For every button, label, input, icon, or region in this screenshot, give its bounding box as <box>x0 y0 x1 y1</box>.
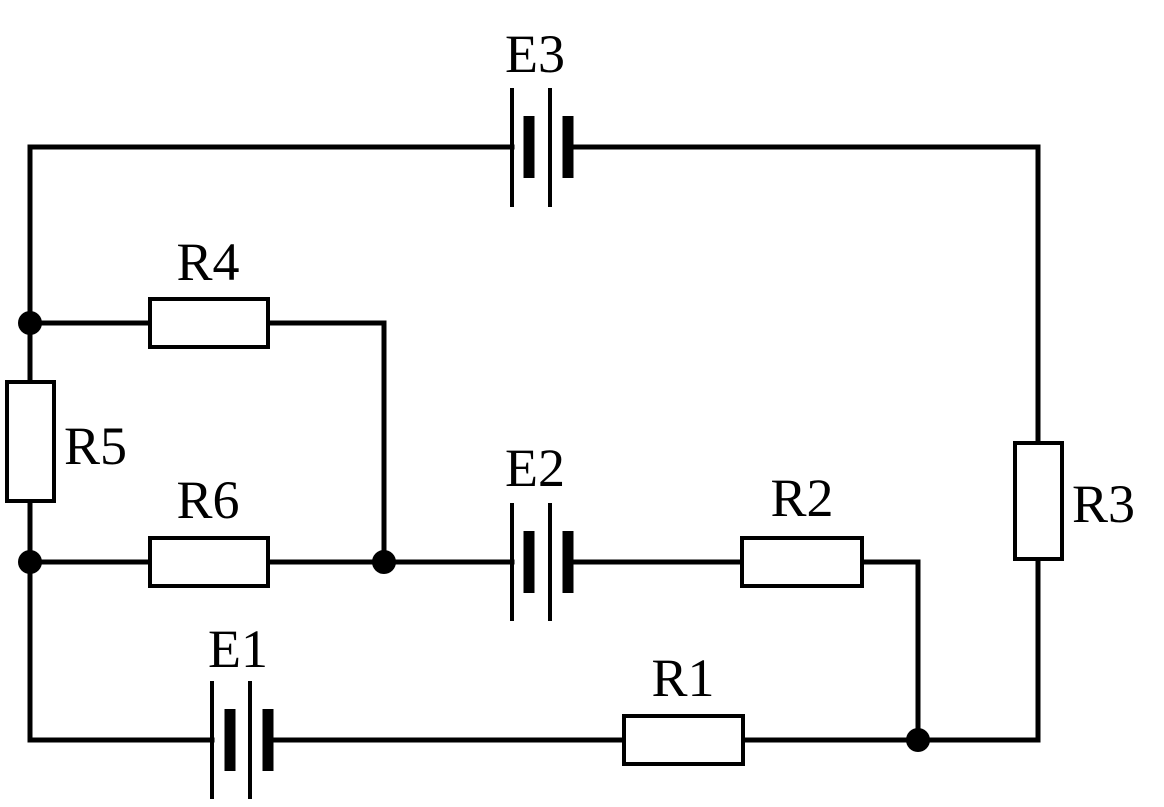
label-e1: E1 <box>208 619 268 679</box>
wire-top-right <box>570 144 1041 446</box>
label-r2: R2 <box>770 468 833 528</box>
junction-node <box>906 728 930 752</box>
resistor-r4 <box>148 297 270 349</box>
label-r1: R1 <box>651 648 714 708</box>
battery-e3 <box>510 88 574 207</box>
battery-e2 <box>510 503 574 621</box>
resistor-r5 <box>5 380 56 503</box>
label-e3: E3 <box>505 24 565 84</box>
battery-e1 <box>210 681 274 799</box>
resistor-r3 <box>1013 441 1064 561</box>
wire-top-left <box>27 144 515 323</box>
wires <box>27 144 1041 743</box>
resistor-r2 <box>740 536 864 588</box>
resistor-r6 <box>148 536 270 588</box>
junction-node <box>18 550 42 574</box>
junction-node <box>372 550 396 574</box>
resistor-r1 <box>622 714 745 766</box>
label-e2: E2 <box>505 438 565 498</box>
label-r4: R4 <box>176 232 239 292</box>
label-r3: R3 <box>1072 474 1135 534</box>
junction-node <box>18 311 42 335</box>
label-r5: R5 <box>64 416 127 476</box>
label-r6: R6 <box>176 470 239 530</box>
wire-r4-right <box>265 320 387 565</box>
wire-r2-right <box>859 559 921 743</box>
wire-left-bottom <box>27 559 215 743</box>
